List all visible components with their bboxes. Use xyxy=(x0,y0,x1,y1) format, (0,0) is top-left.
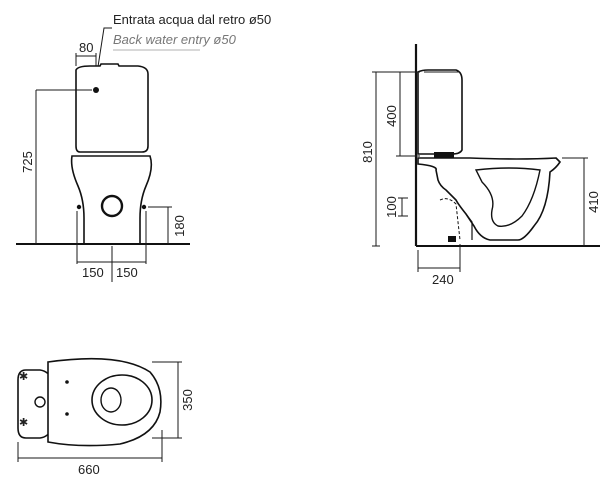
dim-240-label: 240 xyxy=(432,272,454,287)
plan-bowl-rim xyxy=(91,374,153,426)
dim-725-label: 725 xyxy=(20,151,35,173)
front-outlet xyxy=(100,194,124,218)
side-hidden-trap xyxy=(439,198,461,241)
front-cistern xyxy=(75,63,149,153)
front-fixing-hole-right xyxy=(141,204,147,210)
plan-seat-hole-bottom xyxy=(65,412,69,416)
inlet-note-english: Back water entry ø50 xyxy=(113,32,237,47)
dim-810-label: 810 xyxy=(360,141,375,163)
dim-660-label: 660 xyxy=(78,462,100,477)
side-cistern xyxy=(417,69,463,155)
plan-flush-button xyxy=(34,396,46,408)
dim-150-left-label: 150 xyxy=(82,265,104,280)
side-bowl-interior xyxy=(474,167,541,227)
plan-fixing-mark-bottom: ✱ xyxy=(19,417,28,429)
plan-seat-hole-top xyxy=(65,380,69,384)
dim-180-label: 180 xyxy=(172,215,187,237)
side-foot xyxy=(465,213,473,240)
inlet-note-italian: Entrata acqua dal retro ø50 xyxy=(113,12,271,27)
dim-400-label: 400 xyxy=(384,105,399,127)
dim-150-right-label: 150 xyxy=(116,265,138,280)
front-fixing-hole-left xyxy=(76,204,82,210)
plan-view: ✱ ✱ 350 660 xyxy=(17,357,195,477)
side-outlet-stub xyxy=(448,236,456,242)
dim-410-label: 410 xyxy=(586,191,601,213)
dim-80-label: 80 xyxy=(79,40,93,55)
dim-350-label: 350 xyxy=(180,389,195,411)
side-view: 810 400 100 410 240 xyxy=(360,44,601,287)
front-inlet-hole xyxy=(93,87,99,93)
plan-fixing-mark-top: ✱ xyxy=(19,371,28,383)
plan-bowl-drain xyxy=(100,387,122,413)
dim-100-label: 100 xyxy=(384,196,399,218)
front-view: Entrata acqua dal retro ø50 Back water e… xyxy=(16,12,271,282)
side-cistern-base xyxy=(434,152,454,158)
